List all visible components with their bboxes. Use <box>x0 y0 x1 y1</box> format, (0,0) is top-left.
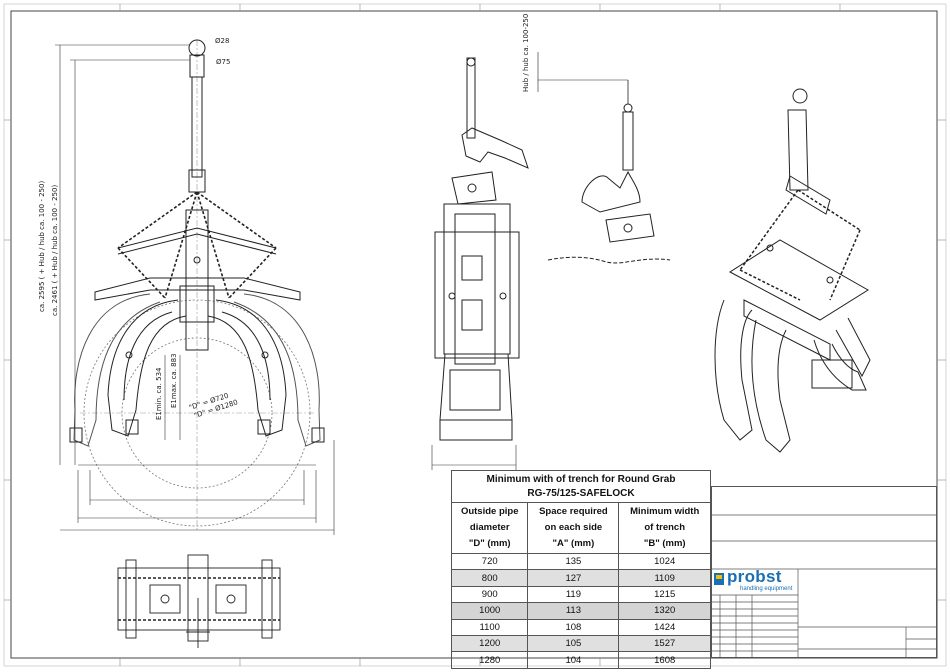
eye-diameter-dim: Ø75 <box>216 58 230 66</box>
table-row: 1100 108 1424 <box>450 618 711 636</box>
brand-name: probst <box>727 567 782 586</box>
plan-view <box>117 554 281 648</box>
table-row: 800 127 1109 <box>450 569 711 587</box>
table-title: Minimum with of trench for Round Grab RG… <box>451 470 711 503</box>
title-block-grid <box>712 514 936 657</box>
overall-height-inner-dim: ca. 2461 ( + Hub / hub ca. 100 - 250) <box>51 185 59 316</box>
e-min-dim: E1min. ca. 534 <box>155 367 163 420</box>
table-row: 1000 113 1320 <box>450 602 711 620</box>
brand-tagline: handling equipment <box>740 586 793 592</box>
column-header-width: Minimum width of trench "B" (mm) <box>618 502 711 554</box>
detail-view <box>537 52 671 264</box>
table-row: 1200 105 1527 <box>450 634 711 653</box>
side-view <box>434 57 529 441</box>
shackle-diameter-dim: Ø28 <box>215 37 229 45</box>
isometric-view <box>714 88 871 453</box>
title-block: probst handling equipment <box>711 486 937 658</box>
e-max-dim: E1max. ca. 883 <box>170 353 178 408</box>
probst-logo: probst handling equipment <box>714 567 798 594</box>
table-row: 720 135 1024 <box>450 552 711 571</box>
table-row: 900 119 1215 <box>450 585 711 604</box>
logo-mark-icon <box>714 573 724 585</box>
overall-height-outer-dim: ca. 2595 ( + Hub / hub ca. 100 - 250) <box>38 181 46 312</box>
table-title-line1: Minimum with of trench for Round Grab <box>486 473 676 485</box>
front-view <box>69 39 325 530</box>
column-header-diameter: Outside pipe diameter "D" (mm) <box>450 502 529 554</box>
trench-width-table: Minimum with of trench for Round Grab RG… <box>450 470 711 669</box>
stroke-note: Hub / hub ca. 100-250 <box>522 14 530 92</box>
table-row: 1280 104 1608 <box>450 651 711 669</box>
column-header-space: Space required on each side "A" (mm) <box>527 502 620 554</box>
table-title-line2: RG-75/125-SAFELOCK <box>527 487 635 499</box>
